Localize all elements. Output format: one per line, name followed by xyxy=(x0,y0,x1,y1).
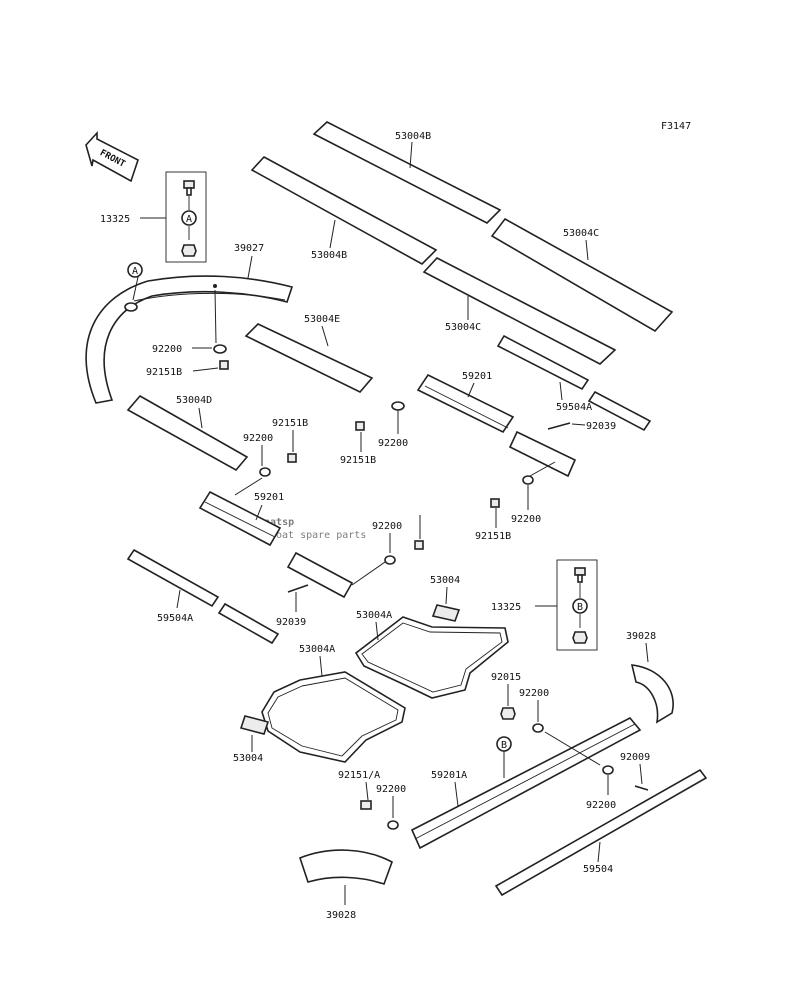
part-label-39027: 39027 xyxy=(234,243,264,254)
washer-icon xyxy=(602,765,614,775)
part-label-92151b-c: 92151B xyxy=(475,531,511,542)
screw-icon xyxy=(634,785,649,791)
part-label-53004c-b: 53004C xyxy=(445,322,481,333)
part-53004-pad-lower xyxy=(239,715,270,735)
part-39028-cap-right xyxy=(630,664,674,724)
part-label-92200-g: 92200 xyxy=(376,784,406,795)
part-label-59504a-a: 59504A xyxy=(556,402,592,413)
bolt-icon xyxy=(490,498,500,508)
washer-icon xyxy=(391,401,405,411)
callout-b-label-rail: B xyxy=(501,740,507,751)
screw-icon xyxy=(287,584,309,593)
part-59504a-left-rail xyxy=(126,548,280,645)
part-label-53004d: 53004D xyxy=(176,395,212,406)
part-label-53004a-b: 53004A xyxy=(299,644,335,655)
part-39028-cap-bottom xyxy=(299,849,393,886)
part-53004c-upper-mat xyxy=(490,217,674,333)
part-label-92200-h: 92200 xyxy=(586,800,616,811)
part-59504-long-rail xyxy=(494,768,708,897)
part-53004a-mat-lower xyxy=(261,671,406,763)
part-label-13325-top: 13325 xyxy=(100,214,130,225)
watermark-text: boatsp xyxy=(258,517,294,528)
part-53004a-mat-upper xyxy=(354,616,509,699)
part-label-39028-a: 39028 xyxy=(626,631,656,642)
part-label-92039-a: 92039 xyxy=(586,421,616,432)
callout-a-label: A xyxy=(186,214,192,225)
part-label-53004-a: 53004 xyxy=(430,575,460,586)
part-label-59201a: 59201A xyxy=(431,770,467,781)
part-53004b-second-mat xyxy=(250,156,438,265)
part-59201-rail-centre xyxy=(286,551,354,599)
part-label-59504: 59504 xyxy=(583,864,613,875)
part-label-92200-b: 92200 xyxy=(378,438,408,449)
part-59201-rail-lower xyxy=(198,490,282,547)
callout-a-circle xyxy=(181,210,197,226)
washer-icon xyxy=(387,820,399,830)
bolt-icon xyxy=(355,421,365,431)
bolt-icon xyxy=(414,540,424,550)
nut-icon xyxy=(500,707,516,720)
fastener-group-13325-top: A xyxy=(140,171,207,263)
part-53004c-middle-mat xyxy=(422,257,617,365)
part-label-59201-b: 59201 xyxy=(254,492,284,503)
part-59201-rail-upper xyxy=(416,373,515,434)
bolt-icon xyxy=(287,453,297,463)
part-59201-rail-right xyxy=(508,430,577,478)
part-label-13325-mid: 13325 xyxy=(491,602,521,613)
washer-icon xyxy=(522,475,534,485)
watermark-tagline: boat spare parts xyxy=(270,530,366,541)
screw-icon xyxy=(547,422,571,430)
washer-icon xyxy=(532,723,544,733)
part-label-53004b-b: 53004B xyxy=(311,250,347,261)
part-53004b-top-mat xyxy=(312,121,502,224)
callout-a-circle-guard xyxy=(127,262,143,278)
part-label-53004e: 53004E xyxy=(304,314,340,325)
part-label-92015: 92015 xyxy=(491,672,521,683)
part-label-53004a-a: 53004A xyxy=(356,610,392,621)
part-label-92151b-b: 92151B xyxy=(340,455,376,466)
part-label-53004b-a: 53004B xyxy=(395,131,431,142)
part-label-53004-b: 53004 xyxy=(233,753,263,764)
part-label-92200-d: 92200 xyxy=(243,433,273,444)
part-label-92200-a: 92200 xyxy=(152,344,182,355)
figure-code: F3147 xyxy=(661,121,691,132)
part-label-92039-b: 92039 xyxy=(276,617,306,628)
callout-a-label-guard: A xyxy=(132,266,138,277)
washer-icon xyxy=(213,344,227,354)
part-label-92151b-d: 92151B xyxy=(272,418,308,429)
part-label-92151a: 92151/A xyxy=(338,770,380,781)
watermark: boatsp boat spare parts xyxy=(258,517,366,541)
bolt-icon xyxy=(219,360,229,370)
callout-b-circle xyxy=(572,598,588,614)
part-53004-pad-upper xyxy=(431,604,461,622)
part-label-92200-f: 92200 xyxy=(519,688,549,699)
part-label-39028-b: 39028 xyxy=(326,910,356,921)
callout-b-label: B xyxy=(577,602,583,613)
part-59201a-long-rail xyxy=(410,716,642,850)
washer-icon xyxy=(384,555,396,565)
part-59504a-upper-rail xyxy=(496,334,652,432)
part-label-92009: 92009 xyxy=(620,752,650,763)
part-label-92151b-a: 92151B xyxy=(146,367,182,378)
part-53004d-pad xyxy=(126,394,249,472)
front-arrow-icon: FRONT xyxy=(85,130,139,183)
part-label-53004c-a: 53004C xyxy=(563,228,599,239)
part-label-59504a-b: 59504A xyxy=(157,613,193,624)
washer-icon xyxy=(259,467,271,477)
part-label-92200-c: 92200 xyxy=(511,514,541,525)
part-53004e-pad xyxy=(244,323,374,393)
bolt-icon xyxy=(360,800,372,810)
part-label-59201-a: 59201 xyxy=(462,371,492,382)
part-39027-curved-guard xyxy=(85,275,294,404)
part-label-92200-e: 92200 xyxy=(372,521,402,532)
fastener-group-13325-mid: B xyxy=(535,559,598,651)
